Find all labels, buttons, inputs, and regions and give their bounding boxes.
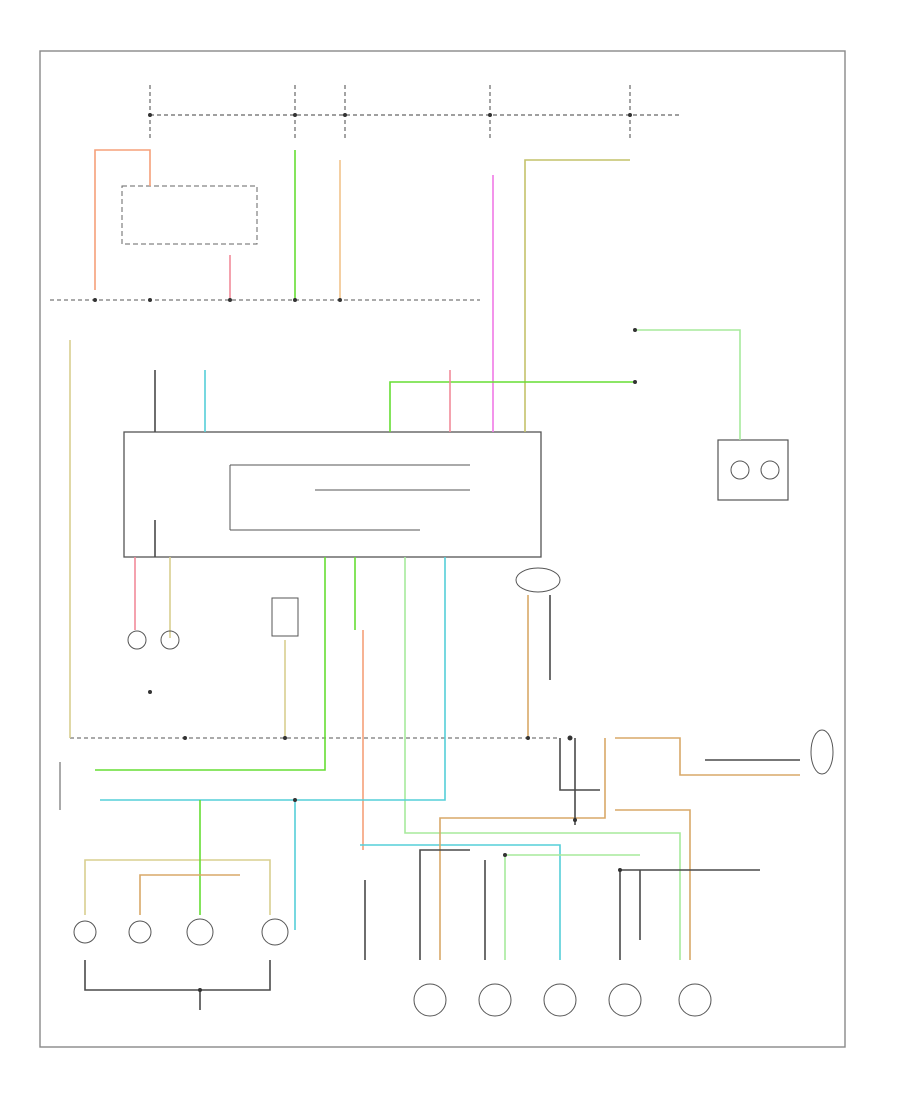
wire-green-lower (95, 557, 326, 771)
rear-lamp-3 (543, 983, 577, 1017)
connection-dots (93, 113, 637, 992)
right-box-lamp-2 (760, 460, 780, 480)
wire-light-green-right (635, 329, 741, 440)
wire-green-module (389, 381, 635, 432)
headlamp-switch-box (121, 185, 258, 245)
rear-lamp-4 (608, 983, 642, 1017)
right-connector (810, 729, 834, 775)
wire-cyan-drop (360, 844, 561, 960)
component-symbols (59, 460, 834, 1017)
wire-tan-rear-2 (615, 809, 691, 960)
wire-orange (94, 149, 151, 290)
front-lamp-1 (73, 920, 97, 944)
rear-lamp-1 (413, 983, 447, 1017)
wire-tan-right (615, 737, 800, 776)
colored-wires (69, 149, 800, 960)
rear-lamp-5 (678, 983, 712, 1017)
wire-tan-front (139, 874, 240, 915)
wire-light-green-long (404, 557, 681, 960)
power-feeds (149, 85, 680, 140)
right-lamp-box (717, 439, 789, 501)
right-box-lamp-1 (730, 460, 750, 480)
wire-cyan-long (100, 557, 446, 801)
wire-khaki-front (84, 859, 271, 915)
diagram-frame (39, 50, 846, 1048)
rear-lamp-2 (478, 983, 512, 1017)
black-wires (84, 370, 800, 1010)
main-module-box (123, 431, 542, 558)
wire-tan-rear (439, 738, 606, 960)
clock-module (271, 597, 299, 637)
front-lamp-4 (261, 918, 289, 946)
front-lamp-2 (128, 920, 152, 944)
lamp-left-1 (127, 630, 147, 650)
rear-lamp-center (515, 567, 561, 593)
wire-olive (524, 159, 630, 432)
lamp-left-2 (160, 630, 180, 650)
front-lamp-3 (186, 918, 214, 946)
